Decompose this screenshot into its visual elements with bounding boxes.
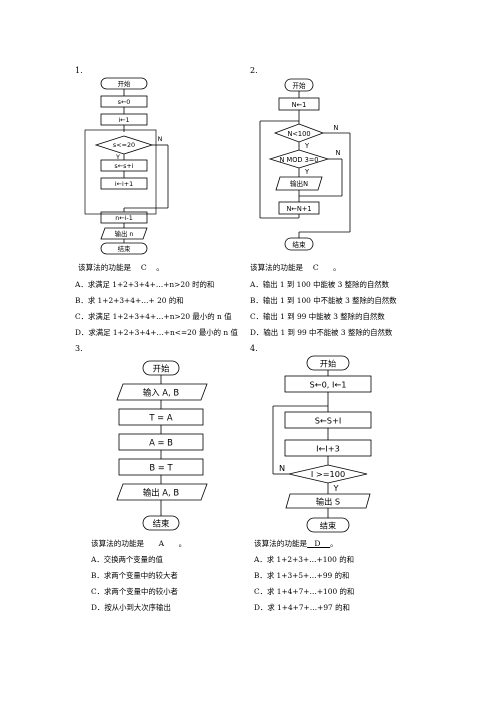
fc4-no-label: N [279, 463, 285, 473]
fc4-end-text: 结束 [320, 521, 336, 531]
fc4-end-terminal [306, 517, 350, 533]
problem-1-answer: C [140, 263, 147, 272]
fc1-end-text: 结束 [118, 244, 131, 253]
fc4-output-text: 输出 S [316, 497, 340, 507]
problem-3-option-c: C．求两个变量中的较小者 [91, 587, 178, 596]
fc1-i-init-text: i←1 [118, 116, 129, 124]
fc4-output-para [285, 493, 371, 509]
problem-4-answer: D [314, 539, 321, 548]
problem-3-option-a: A．交换两个变量的值 [91, 555, 163, 564]
problem-4-option-a: A．求 1+2+3+…+100 的和 [254, 555, 354, 564]
problem-4-question: 该算法的功能是 D 。 [254, 539, 338, 548]
fc2-inc-text: N←N+1 [286, 205, 311, 213]
flowchart-1: 开始 s←0 i←1 s<=20 s←s+i i←i+1 n←i-1 输出 n … [84, 77, 169, 255]
fc2-start-text: 开始 [292, 81, 306, 90]
fc2-yes1-label: Y [304, 142, 310, 150]
fc2-end-terminal [284, 237, 314, 251]
problem-2-option-a: A．输出 1 到 100 中能被 3 整除的自然数 [250, 280, 390, 289]
problem-2-option-d: D．输出 1 到 99 中不能被 3 整除的自然数 [250, 328, 393, 337]
fc2-yes2-label: Y [304, 168, 310, 176]
fc4-inc-text: I←I+3 [316, 444, 340, 454]
problem-4-option-d: D．求 1+4+7+…+97 的和 [254, 603, 350, 612]
problem-4-number: 4. [250, 344, 258, 353]
problem-1-option-c: C．求满足 1+2+3+4+…+n>20 最小的 n 值 [75, 312, 232, 321]
fc1-i-inc-text: i←i+1 [115, 180, 133, 188]
problem-3-option-d: D．按从小到大次序输出 [91, 603, 171, 612]
problem-2-number: 2. [250, 66, 258, 75]
fc2-no1-label: N [334, 124, 339, 132]
fc2-cond2-text: N MOD 3=0 [280, 156, 319, 164]
fc1-end-terminal [100, 242, 148, 255]
fc1-i-inc-box [100, 177, 148, 190]
fc1-output-para [100, 227, 148, 240]
fc1-s-add-text: s←s+i [114, 162, 133, 170]
fc3-output-text: 输出 A, B [143, 488, 179, 498]
problem-2-option-c: C．输出 1 到 99 中能被 3 整除的自然数 [250, 312, 385, 321]
fc4-init-text: S←0, I←1 [310, 380, 347, 390]
problem-2-answer: C [312, 263, 319, 272]
fc1-cond-text: s<=20 [113, 141, 135, 149]
fc2-no2-label: N [336, 149, 341, 157]
flowchart-3: 开始 输入 A, B T = A A = B B = T 输出 A, B 结束 [116, 360, 208, 531]
fc4-add-text: S←S+I [315, 416, 342, 426]
fc1-s-init-text: s←0 [118, 98, 131, 106]
problem-3-question: 该算法的功能是 A 。 [91, 539, 187, 548]
fc3-input-text: 输入 A, B [143, 388, 179, 398]
fc3-input-para [116, 383, 208, 401]
flowchart-2: 开始 N←1 N<100 N MOD 3=0 输出N N←N+1 结束 N N … [259, 78, 351, 251]
fc2-output-text: 输出N [290, 179, 308, 188]
fc3-start-text: 开始 [153, 364, 170, 374]
problem-1-option-d: D．求满足 1+2+3+4+…+n<=20 最小的 n 值 [75, 328, 238, 337]
problem-2-option-b: B．输出 1 到 100 中不能被 3 整除的自然数 [250, 296, 397, 305]
fc1-start-text: 开始 [118, 79, 131, 88]
problem-2-question: 该算法的功能是 C 。 [250, 263, 341, 272]
problem-3-option-b: B．求两个变量中的较大者 [91, 571, 178, 580]
fc4-start-text: 开始 [320, 359, 336, 369]
problem-4-option-b: B．求 1+3+5+…+99 的和 [254, 571, 350, 580]
fc1-output-text: 输出 n [115, 229, 134, 238]
problem-1-option-b: B．求 1+2+3+4+…+ 20 的和 [75, 296, 184, 305]
fc4-yes-label: Y [332, 483, 339, 493]
fc3-end-terminal [142, 515, 180, 531]
fc1-n-set-text: n←i-1 [115, 214, 133, 222]
problem-3-number: 3. [75, 344, 83, 353]
problem-4-option-c: C．求 1+4+7+…+100 的和 [254, 587, 355, 596]
fc1-yes-label: Y [115, 153, 120, 161]
fc2-output-para [275, 176, 323, 191]
problem-1-question: 该算法的功能是 C 。 [78, 263, 164, 272]
fc4-cond-text: I >=100 [311, 469, 345, 479]
fc1-loop-frame [84, 129, 157, 215]
fc3-output-para [116, 483, 208, 501]
fc3-end-text: 结束 [153, 519, 170, 529]
fc3-step1-text: T = A [148, 413, 172, 423]
problem-1-option-a: A．求满足 1+2+3+4+…+n>20 时的和 [75, 280, 215, 289]
fc3-step2-text: A = B [149, 438, 173, 448]
fc2-cond1-text: N<100 [287, 130, 310, 138]
flowchart-4: 开始 S←0, I←1 S←S+I I←I+3 I >=100 输出 S 结束 … [272, 355, 372, 533]
fc3-step3-text: B = T [149, 463, 173, 473]
problem-3-answer: A [158, 539, 165, 548]
problem-1-number: 1. [75, 66, 83, 75]
fc2-n-init-text: N←1 [292, 101, 307, 109]
fc2-end-text: 结束 [292, 240, 306, 249]
fc1-no-label: N [158, 135, 163, 143]
